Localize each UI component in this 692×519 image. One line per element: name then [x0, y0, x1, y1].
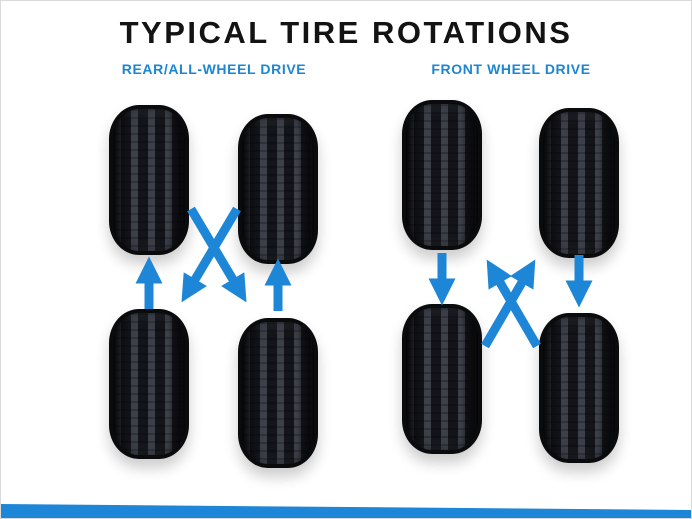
tire-rawd-rear-left: [109, 309, 189, 459]
arrow-cross-down-right-icon: [187, 206, 247, 303]
page-title: TYPICAL TIRE ROTATIONS: [119, 15, 573, 50]
panel-label-rear-awd: REAR/ALL-WHEEL DRIVE: [121, 61, 307, 77]
tire-rawd-front-left: [109, 105, 189, 255]
panel-label-fwd: FRONT WHEEL DRIVE: [431, 61, 591, 77]
arrow-cross-down-left-icon: [181, 206, 241, 303]
tire-fwd-front-left: [402, 100, 482, 250]
tire-rawd-front-right: [238, 114, 318, 264]
bottom-accent-bar: [1, 504, 691, 518]
tire-fwd-rear-left: [402, 304, 482, 454]
arrow-cross-up-left-icon: [486, 259, 541, 349]
tire-rawd-rear-right: [238, 318, 318, 468]
tire-fwd-rear-right: [539, 313, 619, 463]
arrow-cross-up-right-icon: [481, 259, 536, 349]
tire-fwd-front-right: [539, 108, 619, 258]
